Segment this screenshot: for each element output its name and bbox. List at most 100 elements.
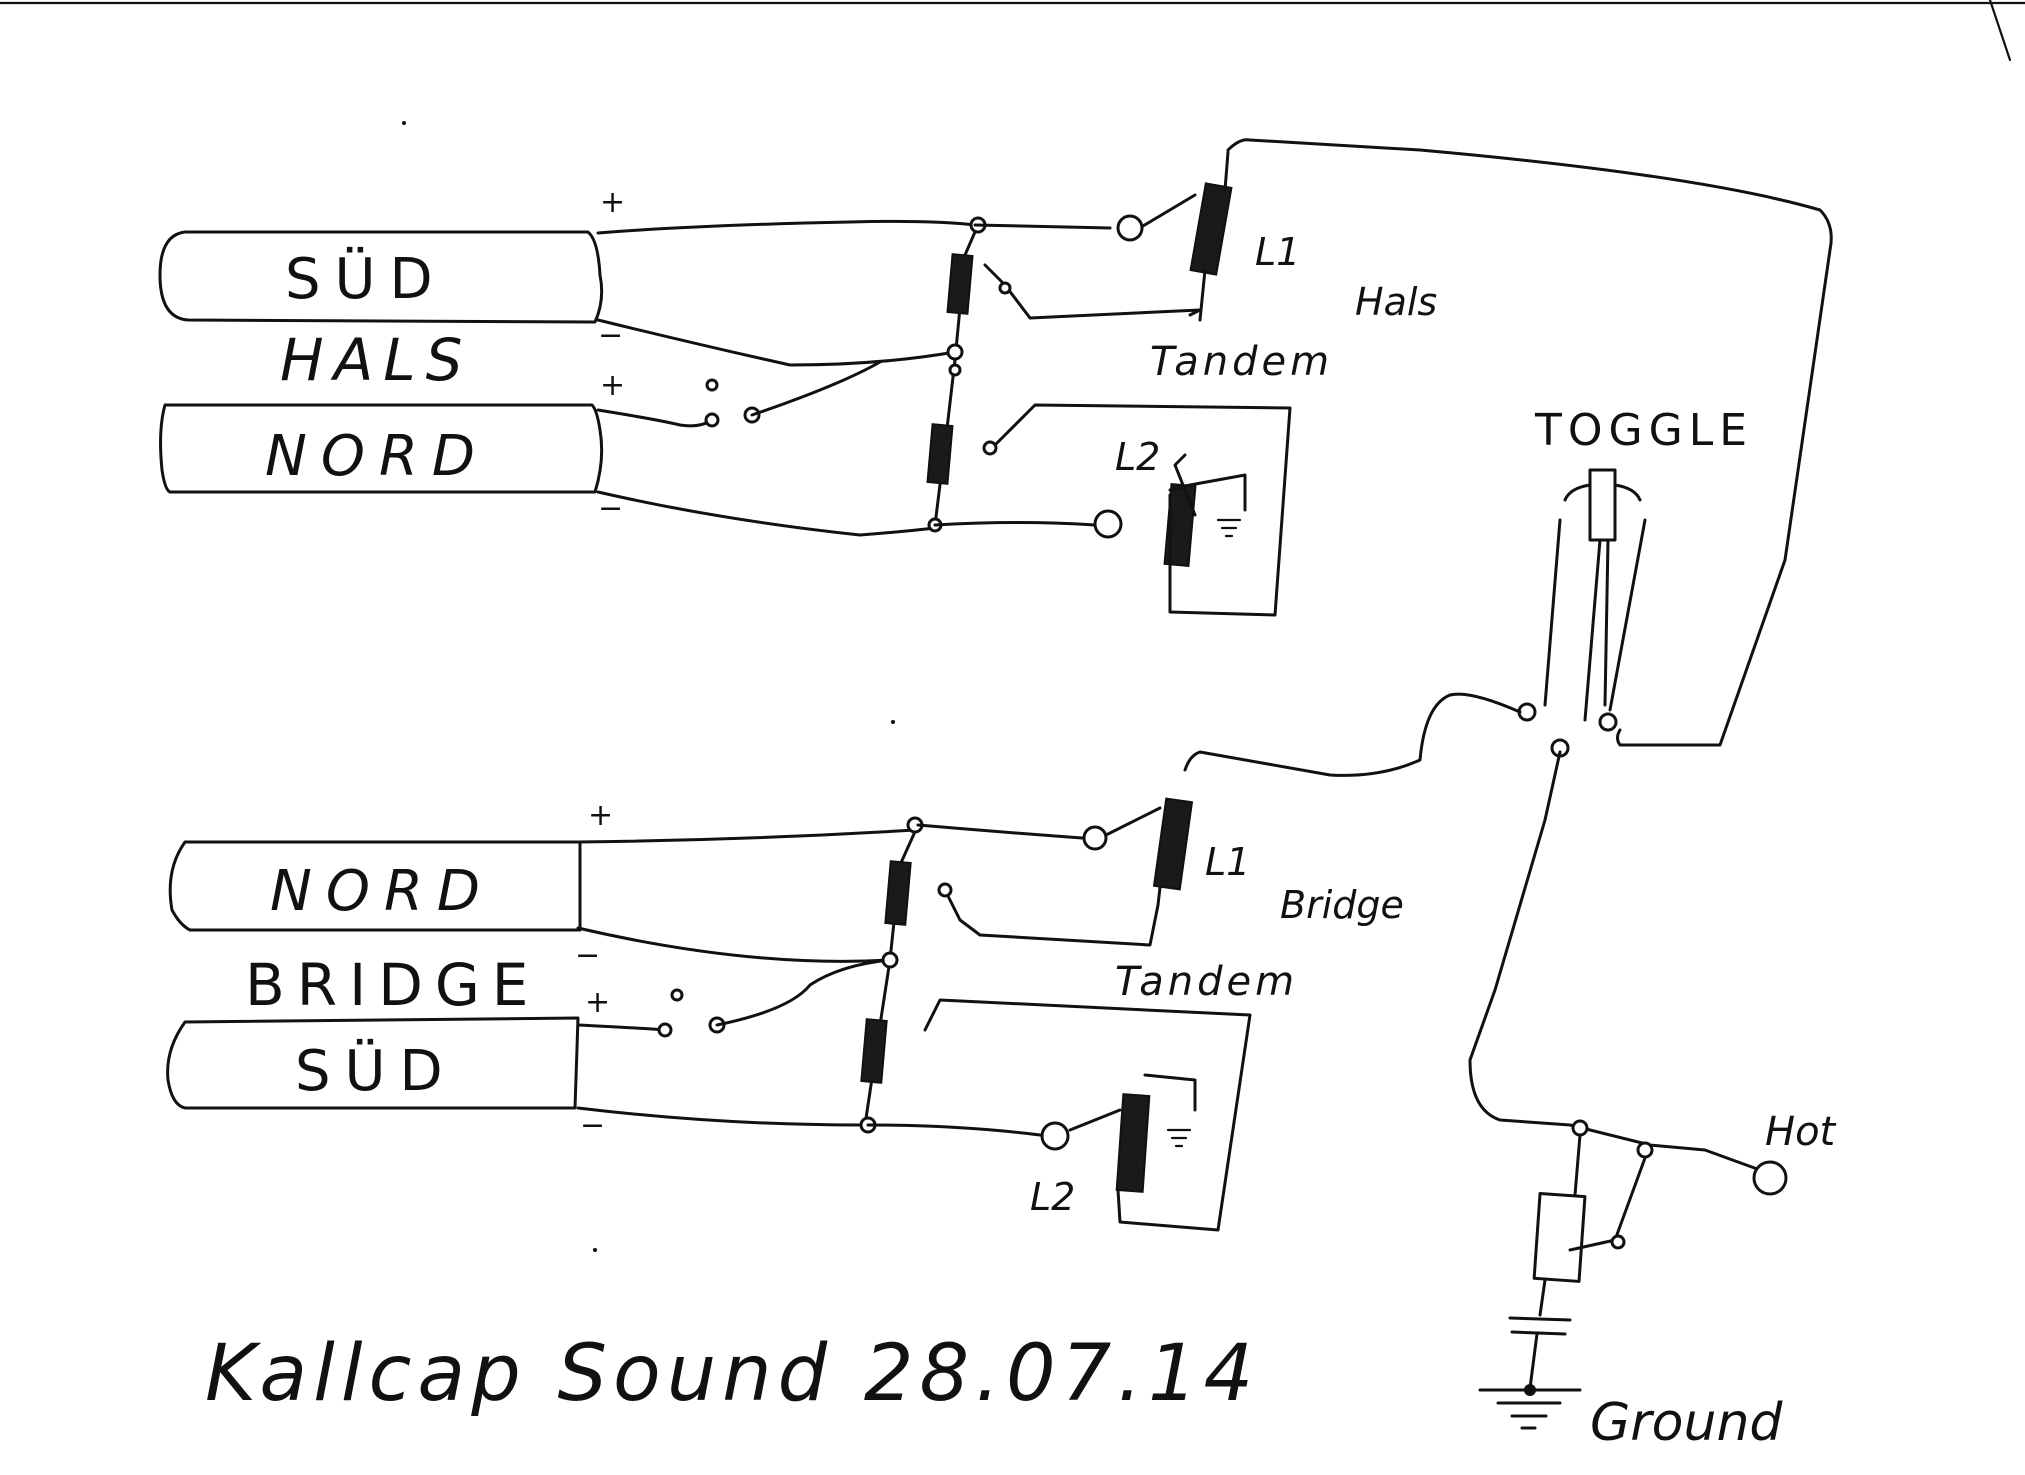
- ground-label: Ground: [1590, 1393, 1783, 1453]
- neck-l2-ground-wire: [1168, 473, 1247, 512]
- neck-switch-lug: [948, 363, 962, 377]
- bridge-switch-lug: [670, 988, 684, 1002]
- neck-pickup-group: SÜD HALS NORD + − + −: [158, 182, 1437, 617]
- neck-return-wire-top: [1223, 150, 1230, 192]
- neck-bottom-plus: +: [600, 368, 625, 403]
- bridge-l2-label: L2: [1030, 1175, 1075, 1219]
- bridge-group-label: BRIDGE: [245, 951, 540, 1019]
- bridge-pickup-group: NORD BRIDGE SÜD + − + − L1 Bridge: [166, 797, 1404, 1232]
- toggle-switch-group: TOGGLE: [1517, 405, 1753, 758]
- bridge-bottom-minus: −: [580, 1108, 605, 1143]
- bridge-bottom-minus-lead: [576, 1106, 862, 1127]
- neck-switch-lug: [998, 281, 1012, 295]
- bridge-tandem-wire: [943, 868, 1164, 947]
- bridge-top-minus-lead: [576, 926, 892, 963]
- bridge-section-label: Bridge: [1280, 883, 1404, 927]
- neck-bottom-minus-lead: [596, 490, 937, 537]
- neck-l1-switch: [1189, 182, 1233, 276]
- bridge-l1-lug: [1082, 825, 1108, 851]
- neck-tandem-loop: [993, 403, 1292, 617]
- neck-switch-lug: [946, 343, 964, 361]
- stray-dot: [593, 1248, 597, 1252]
- bridge-switch-wire: [715, 958, 892, 1027]
- bridge-bottom-coil: [166, 1016, 580, 1110]
- bridge-l1-lead: [1104, 806, 1162, 837]
- scan-edge-corner: [1988, 0, 2012, 62]
- toggle-lug-right: [1598, 712, 1618, 732]
- neck-section-label: Hals: [1355, 280, 1437, 324]
- pot-wiper-lug: [1610, 1234, 1626, 1250]
- pot-lead-bottom: [1538, 1278, 1547, 1317]
- bridge-l2-wire: [866, 1123, 1042, 1137]
- toggle-legs-outer: [1543, 518, 1647, 712]
- bridge-ground-icon: [1166, 1128, 1192, 1148]
- toggle-output-wire: [1468, 750, 1762, 1172]
- neck-top-coil: [158, 230, 604, 324]
- neck-l1-wire: [973, 223, 1112, 230]
- neck-bottom-coil-label: NORD: [265, 424, 489, 489]
- bridge-switch-lug: [881, 951, 899, 969]
- neck-mode-label: Tandem: [1150, 339, 1333, 385]
- bridge-top-coil-label: NORD: [270, 859, 494, 924]
- bridge-switch-lug: [937, 882, 953, 898]
- neck-bottom-coil: [159, 403, 604, 494]
- neck-switch-lug: [704, 412, 720, 428]
- bridge-tandem-loop: [923, 998, 1252, 1232]
- neck-top-plus-lead: [596, 219, 977, 235]
- bridge-l1-label: L1: [1205, 840, 1250, 884]
- bridge-bottom-coil-label: SÜD: [295, 1039, 457, 1104]
- neck-top-minus-lead: [596, 318, 957, 367]
- toggle-label: TOGGLE: [1534, 405, 1753, 456]
- bridge-l2-lead: [1068, 1108, 1122, 1132]
- pot-lead-top: [1573, 1133, 1582, 1197]
- neck-ground-icon: [1216, 518, 1242, 538]
- neck-top-coil-label: SÜD: [285, 247, 447, 312]
- neck-l1-lower: [1198, 268, 1207, 322]
- stray-dot: [402, 121, 406, 125]
- neck-switch-body: [926, 423, 954, 485]
- neck-top-plus: +: [600, 185, 625, 220]
- stray-dot: [891, 720, 895, 724]
- output-section: Hot Ground: [1478, 1109, 1837, 1453]
- bridge-top-coil: [168, 840, 582, 932]
- bridge-switch-body: [860, 1018, 888, 1084]
- capacitor-symbol: [1508, 1316, 1572, 1336]
- toggle-legs-inner: [1583, 538, 1610, 722]
- bridge-bottom-plus-lead: [576, 1023, 667, 1032]
- output-lug: [1636, 1141, 1654, 1159]
- neck-switch-body: [946, 253, 974, 315]
- hot-label: Hot: [1765, 1109, 1837, 1155]
- bridge-top-minus: −: [575, 938, 600, 973]
- neck-l1-label: L1: [1255, 230, 1300, 274]
- cap-to-ground-wire: [1528, 1332, 1539, 1390]
- neck-switch-wire: [750, 360, 882, 417]
- neck-l2-lug: [1093, 509, 1123, 539]
- bridge-top-plus-lead: [576, 828, 917, 844]
- bridge-mode-label: Tandem: [1115, 959, 1298, 1005]
- signature: Kallcap Sound 28.07.14: [205, 1329, 1259, 1419]
- neck-switch-lug: [705, 378, 719, 392]
- bridge-l1-wire: [916, 823, 1084, 840]
- bridge-top-plus: +: [588, 798, 613, 833]
- output-lug: [1571, 1119, 1589, 1137]
- neck-l1-lug: [1116, 214, 1144, 242]
- neck-tandem-wire: [983, 263, 1202, 320]
- bridge-l2-lug: [1040, 1121, 1070, 1151]
- neck-l2-lead: [1173, 453, 1197, 517]
- toggle-bracket: [1563, 483, 1642, 502]
- bridge-l1-to-toggle-wire: [1183, 692, 1522, 777]
- ground-icon: [1478, 1388, 1582, 1430]
- pot-body: [1532, 1192, 1587, 1283]
- bridge-switch-lug: [657, 1022, 673, 1038]
- toggle-lever: [1588, 468, 1617, 542]
- neck-bottom-plus-lead: [596, 408, 714, 428]
- neck-l2-wire: [933, 521, 1097, 527]
- bridge-switch-body: [884, 860, 912, 926]
- neck-group-label: HALS: [280, 326, 472, 394]
- bridge-l1-switch: [1152, 797, 1194, 891]
- neck-switch-lug: [982, 440, 998, 456]
- neck-return-wire: [1226, 138, 1833, 747]
- bridge-l2-switch: [1115, 1093, 1151, 1193]
